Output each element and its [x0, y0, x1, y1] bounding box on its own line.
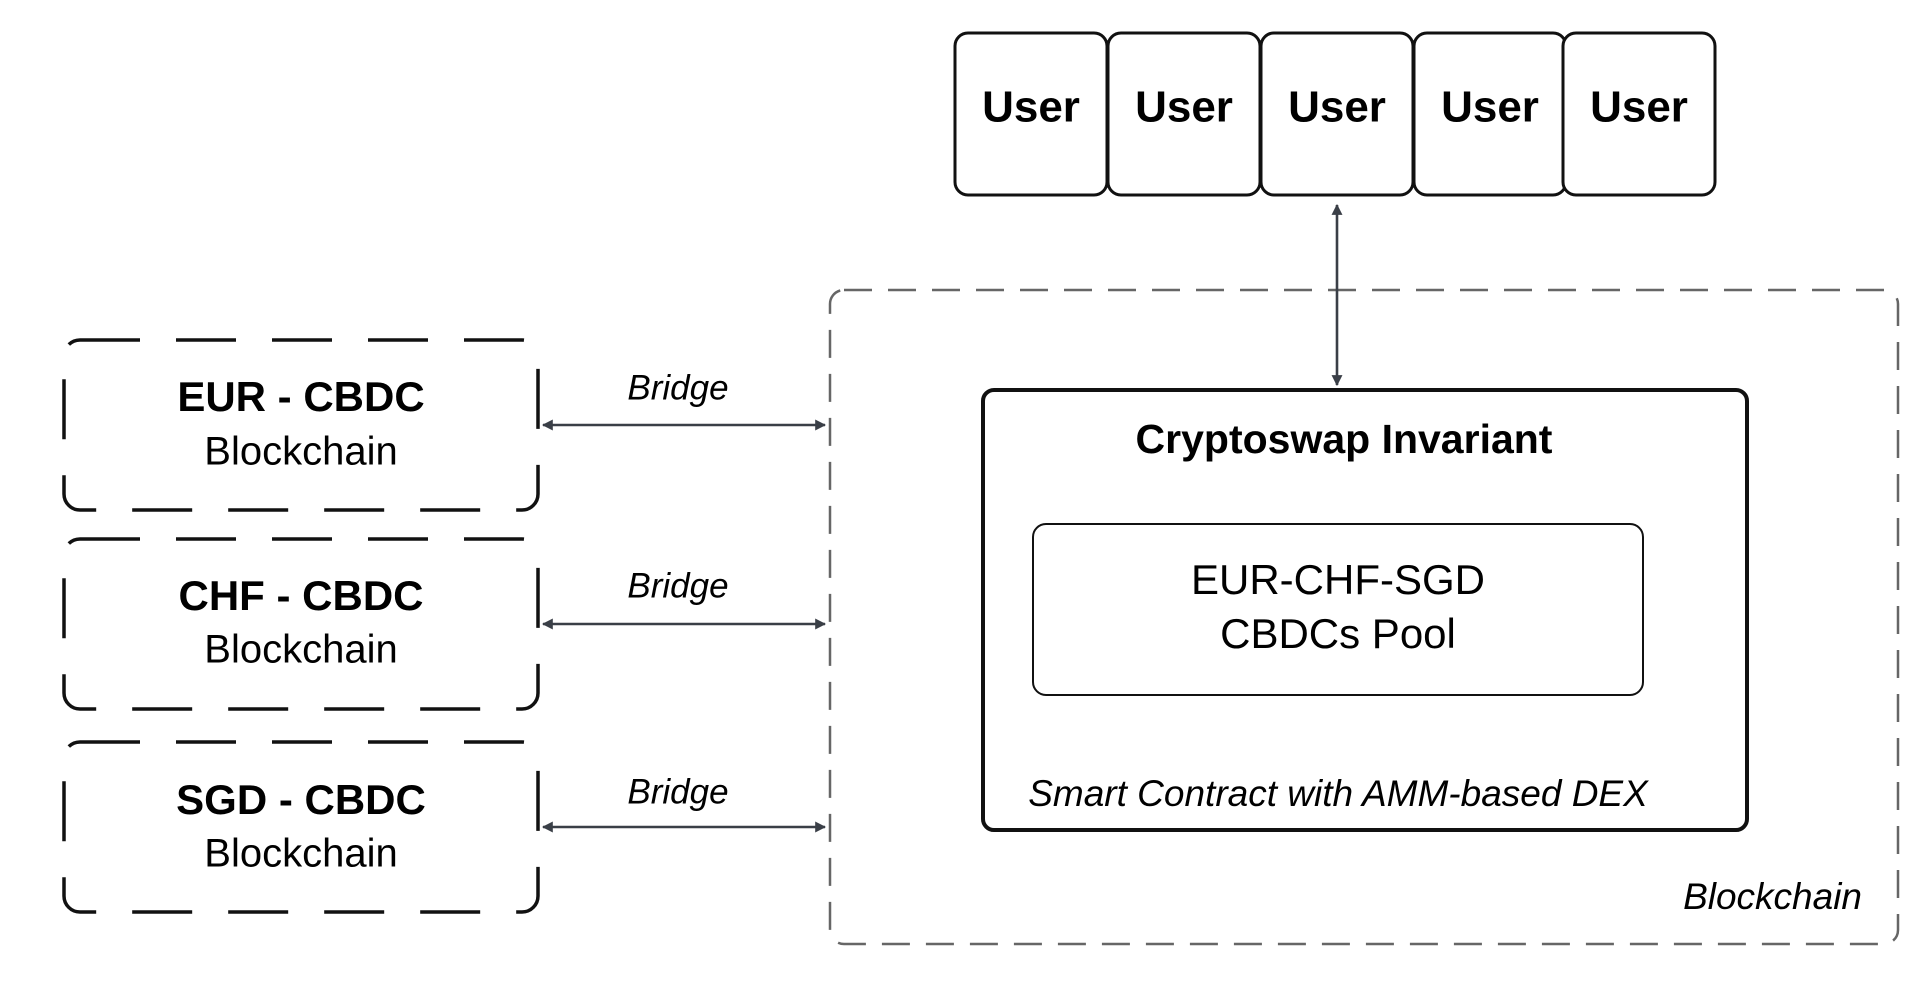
chain-eur-subtitle: Blockchain [204, 430, 397, 474]
contract-caption: Smart Contract with AMM-based DEX [1028, 773, 1649, 814]
user-box[interactable]: User [1259, 31, 1415, 197]
blockchain-caption: Blockchain [1683, 876, 1862, 917]
user-label: User [1288, 83, 1386, 132]
chain-eur-box[interactable]: EUR - CBDC Blockchain [62, 338, 540, 512]
chain-sgd-title: SGD - CBDC [176, 776, 426, 823]
smart-contract-box[interactable]: Cryptoswap Invariant EUR-CHF-SGD CBDCs P… [981, 388, 1749, 832]
chain-chf-box[interactable]: CHF - CBDC Blockchain [62, 537, 540, 711]
chain-chf-title: CHF - CBDC [179, 572, 424, 619]
bridge-chf-label: Bridge [627, 566, 728, 605]
pool-title-line2: CBDCs Pool [1220, 610, 1456, 657]
user-label: User [982, 83, 1080, 132]
pool-title-line1: EUR-CHF-SGD [1191, 556, 1485, 603]
chain-sgd-subtitle: Blockchain [204, 832, 397, 876]
liquidity-pool-box[interactable]: EUR-CHF-SGD CBDCs Pool [1032, 523, 1644, 696]
user-label: User [1441, 83, 1539, 132]
user-box[interactable]: User [1106, 31, 1262, 197]
main-blockchain-container: Blockchain [828, 288, 1900, 946]
user-group: User User User User User [953, 31, 1717, 197]
chain-chf-subtitle: Blockchain [204, 628, 397, 672]
user-box[interactable]: User [1561, 31, 1717, 197]
chain-sgd-box[interactable]: SGD - CBDC Blockchain [62, 740, 540, 914]
chain-eur-title: EUR - CBDC [177, 373, 424, 420]
user-box[interactable]: User [1412, 31, 1568, 197]
user-box[interactable]: User [953, 31, 1109, 197]
bridge-eur-label: Bridge [627, 368, 728, 407]
contract-title: Cryptoswap Invariant [1136, 416, 1553, 462]
bridge-sgd-label: Bridge [627, 772, 728, 811]
user-label: User [1135, 83, 1233, 132]
user-label: User [1590, 83, 1688, 132]
